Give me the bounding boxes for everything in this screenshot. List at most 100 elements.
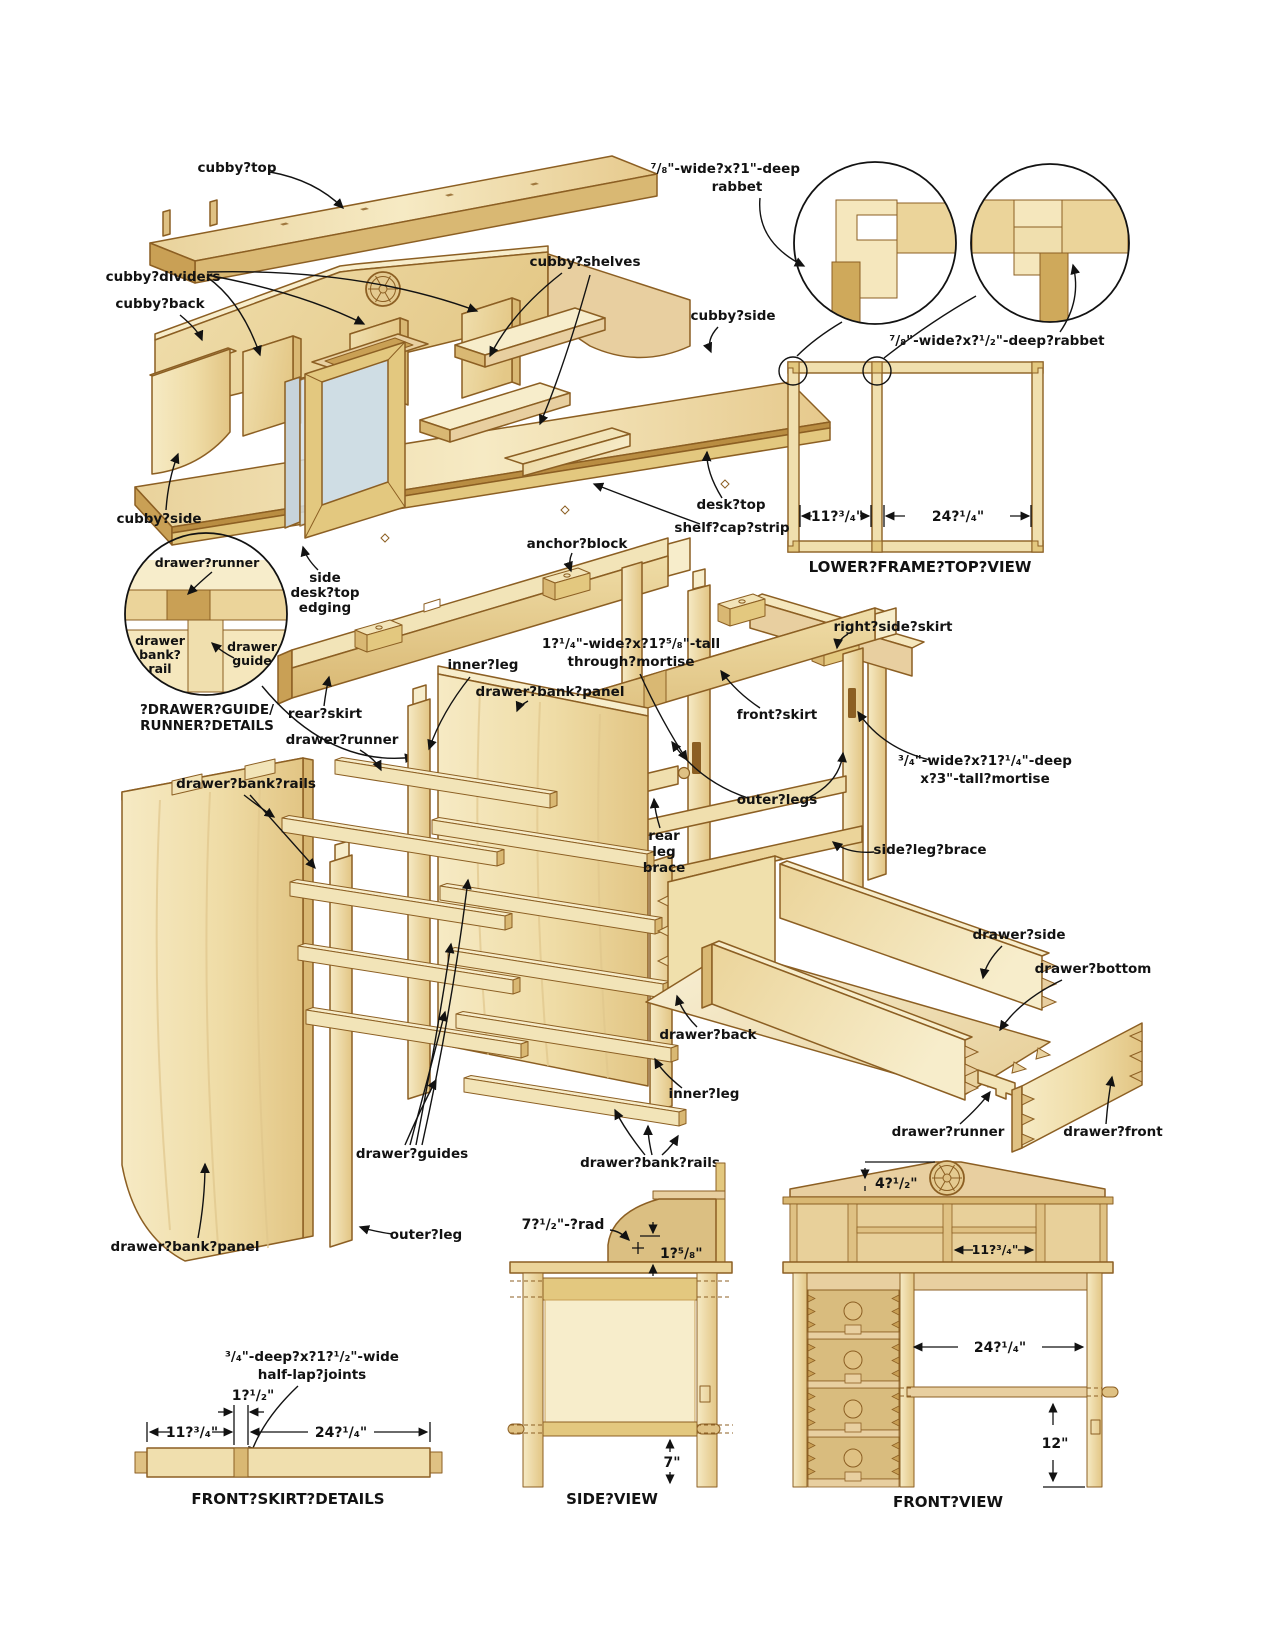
halflap-note-2: half-lap?joints <box>258 1367 366 1383</box>
cubby-assembly <box>134 245 831 546</box>
detail-guide-label-1: drawer <box>227 639 278 654</box>
sv-cubby-back <box>715 1162 726 1264</box>
label-drawer-guides: drawer?guides <box>356 1146 468 1162</box>
detail-callout-circle-right <box>862 356 892 386</box>
label-side-mortise-1: ³/₄"-wide?x?1?¹/₄"-deep <box>898 753 1072 769</box>
fv-dim-cubby: 11?³/₄" <box>972 1242 1019 1257</box>
halflap-note-1: ³/₄"-deep?x?1?¹/₂"-wide <box>225 1349 399 1365</box>
sv-rear-leg <box>696 1272 718 1488</box>
fv-dim-12: 12" <box>1042 1436 1069 1452</box>
detail-rail-label-3: rail <box>148 661 171 676</box>
label-drawer-front: drawer?front <box>1063 1124 1163 1140</box>
guide-runner-detail: drawer?runner drawer bank? rail drawer g… <box>124 532 416 764</box>
label-rear-leg-brace-2: leg <box>652 844 675 860</box>
label-side-edging-3: edging <box>299 600 351 616</box>
fv-top-rail <box>806 1272 902 1291</box>
frame-with-glass <box>284 333 429 539</box>
outer-leg-right <box>842 647 864 894</box>
sv-dim-setback: 1?⁵/₈" <box>660 1246 703 1262</box>
sv-panel <box>544 1299 696 1423</box>
front-view-title: FRONT?VIEW <box>893 1493 1003 1511</box>
label-rabbet1-line2: rabbet <box>712 179 763 195</box>
label-desk-top: desk?top <box>696 497 765 513</box>
label-through-mortise-2: through?mortise <box>568 654 695 670</box>
corner-half-laps <box>787 361 1044 553</box>
label-inner-leg-upper: inner?leg <box>448 657 519 673</box>
label-bank-rails-left: drawer?bank?rails <box>176 776 316 792</box>
label-inner-leg-lower: inner?leg <box>669 1086 740 1102</box>
skirt-tenon-left <box>134 1451 148 1474</box>
sv-desktop <box>509 1261 733 1274</box>
label-shelf-cap-strip: shelf?cap?strip <box>674 520 790 536</box>
dim-skirt-24-14: 24?¹/₄" <box>315 1425 367 1441</box>
label-bank-panel-upper: drawer?bank?panel <box>476 684 625 700</box>
label-right-side-skirt: right?side?skirt <box>834 619 953 635</box>
label-front-skirt: front?skirt <box>737 707 818 723</box>
fv-dovetail-marks <box>807 1294 900 1476</box>
label-cubby-side-left: cubby?side <box>116 511 201 527</box>
outer-leg-left <box>687 584 711 889</box>
topview-dims: 11?³/₄" 24?¹/₄" <box>799 505 1032 527</box>
rabbet-detail-left <box>793 161 957 325</box>
shelf-cap-strip-part <box>504 427 631 477</box>
top-labels: cubby?top ⁷/₈"-wide?x?1"-deep rabbet cub… <box>106 160 1106 722</box>
label-cubby-side-right: cubby?side <box>690 308 775 324</box>
fv-brace <box>906 1386 1088 1398</box>
fv-drawer-knobs <box>843 1301 863 1468</box>
fv-mortise <box>1090 1419 1101 1435</box>
cubby-side-left-panel <box>151 348 231 475</box>
detail-rail-label-1: drawer <box>135 633 186 648</box>
through-mortise-slot <box>692 742 701 774</box>
detail-title-2: RUNNER?DETAILS <box>140 718 274 734</box>
rabbet-detail-right <box>970 163 1130 323</box>
drawer-bank-labels: inner?leg drawer?bank?panel drawer?runne… <box>111 657 740 1255</box>
sv-front-leg <box>522 1272 544 1488</box>
label-side-leg-brace: side?leg?brace <box>873 842 986 858</box>
front-skirt-details: ³/₄"-deep?x?1?¹/₂"-wide half-lap?joints … <box>134 1349 443 1508</box>
sv-mortise <box>699 1385 711 1403</box>
side-mortise-slot <box>848 688 856 718</box>
sv-dowel-left <box>507 1423 525 1435</box>
label-side-edging-2: desk?top <box>290 585 359 601</box>
detail-rail-label-2: bank? <box>139 647 181 662</box>
label-outer-leg: outer?leg <box>390 1227 462 1243</box>
fv-leg-left <box>792 1272 808 1488</box>
side-view-title: SIDE?VIEW <box>566 1490 658 1508</box>
front-skirt-bar <box>146 1447 431 1478</box>
detail-callout-circle-left <box>778 356 808 386</box>
fv-dim-opening: 24?¹/₄" <box>974 1340 1026 1356</box>
label-side-mortise-2: x?3"-tall?mortise <box>920 771 1050 787</box>
drawer-runner-part <box>977 1069 1016 1100</box>
skirt-tenon-right <box>429 1451 443 1474</box>
drawer-exploded <box>645 855 1143 1153</box>
label-outer-legs: outer?legs <box>737 792 817 808</box>
sv-radius-center-mark <box>632 1242 644 1254</box>
detail-runner-label: drawer?runner <box>155 555 260 570</box>
fv-dowel <box>1101 1386 1119 1398</box>
drawer-bank-assembly <box>121 665 687 1262</box>
label-bank-runner: drawer?runner <box>286 732 399 748</box>
drawer-side-near <box>701 940 980 1101</box>
dim-skirt-11-34: 11?³/₄" <box>166 1425 218 1441</box>
label-bank-panel-lower: drawer?bank?panel <box>111 1239 260 1255</box>
dim-1-12: 1?¹/₂" <box>232 1388 275 1404</box>
drawer-front-part <box>1011 1022 1143 1153</box>
sv-dim-7: 7" <box>663 1455 680 1471</box>
label-through-mortise-1: 1?¹/₄"-wide?x?1?⁵/₈"-tall <box>542 636 720 652</box>
outer-leg-bank <box>329 854 353 1248</box>
label-cubby-shelves: cubby?shelves <box>530 254 641 270</box>
fv-front-skirt <box>913 1272 1088 1291</box>
label-side-edging-1: side <box>309 570 340 586</box>
peg-holes <box>280 182 539 226</box>
drawer-side-far <box>779 860 1058 1011</box>
label-anchor-block: anchor?block <box>527 536 629 552</box>
label-rabbet2: ⁷/₈"-wide?x?¹/₂"-deep?rabbet <box>889 333 1105 349</box>
label-cubby-dividers: cubby?dividers <box>106 269 221 285</box>
fv-dividers <box>789 1203 1108 1263</box>
label-rear-leg-brace-3: brace <box>643 860 686 876</box>
fv-leg-right <box>1086 1272 1103 1488</box>
drawer-labels: drawer?side drawer?bottom drawer?back dr… <box>659 927 1163 1140</box>
cubby-top-slab <box>149 155 658 284</box>
label-cubby-top: cubby?top <box>198 160 277 176</box>
